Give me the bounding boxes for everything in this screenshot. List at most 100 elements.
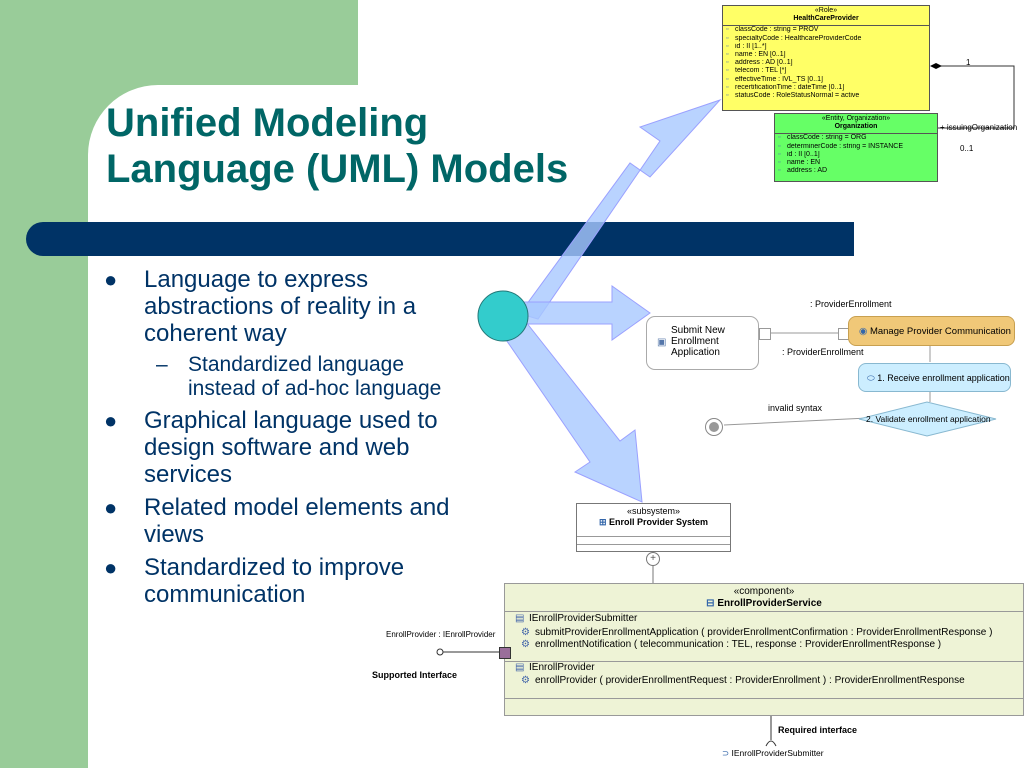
attribute-icon: ▫ [778, 167, 781, 175]
action-icon: ⬭ [867, 373, 875, 383]
nesting-plus-icon: + [646, 552, 660, 566]
association-role: + issuingOrganization [940, 123, 1018, 132]
object-flow-label: : ProviderEnrollment [782, 347, 864, 357]
bullet-item: ●Standardized to improve communication [104, 554, 405, 608]
title-line-1: Unified Modeling [106, 101, 429, 145]
slide-title: Unified Modeling Language (UML) Models [106, 100, 568, 192]
bullet-text: Standardized to improve communication [144, 554, 405, 608]
bullet-item: ●Related model elements and views [104, 494, 450, 548]
interface-icon: ▤ [515, 662, 525, 673]
action-icon: ◉ [859, 326, 868, 337]
class-stereotype: «Role» [814, 7, 838, 14]
operation-icon: ⚙ [521, 627, 530, 638]
subsystem-stereotype: «subsystem» [626, 506, 681, 516]
class-attribute: ▫ classCode : string = ORG [775, 134, 937, 142]
arrow-to-component-diagram [499, 316, 643, 503]
attribute-text: recertificationTime : dateTime [0..1] [735, 83, 845, 91]
attribute-text: name : EN [787, 159, 821, 167]
class-attribute: ▫ statusCode : RoleStatusNormal = active [723, 92, 929, 100]
class-attribute: ▫ address : AD [775, 167, 937, 175]
class-name: Organization [834, 123, 878, 131]
sub-bullet-text: Standardized language instead of ad-hoc … [188, 353, 442, 400]
interface-icon: ▤ [515, 613, 525, 624]
attribute-icon: ▫ [726, 59, 729, 67]
attribute-text: classCode : string = ORG [787, 134, 867, 142]
healthcare-provider-class: «Role» HealthCareProvider ▫ classCode : s… [722, 5, 930, 111]
attribute-icon: ▫ [726, 34, 729, 42]
class-attribute: ▫ specialtyCode : HealthcareProviderCode [723, 35, 929, 43]
multiplicity-range: 0..1 [960, 144, 974, 153]
attribute-icon: ▫ [726, 42, 729, 50]
submit-application-node: ▣ Submit New Enrollment Application [646, 316, 759, 370]
class-attribute: ▫name : EN [775, 159, 937, 167]
object-flow-label: : ProviderEnrollment [810, 299, 892, 309]
validate-label: 2. Validate enrollment application [866, 414, 991, 424]
component-name: ⊟ EnrollProviderService [706, 598, 822, 609]
class-attribute: ▫ determinerCode : string = INSTANCE [775, 143, 937, 151]
composition-diamond [930, 63, 942, 69]
operation-icon: ⚙ [521, 675, 530, 686]
attribute-text: effectiveTime : IVL_TS [0..1] [735, 75, 823, 83]
supported-interface-label: Supported Interface [372, 670, 458, 680]
guard-label: invalid syntax [768, 403, 823, 413]
attribute-icon: ▫ [726, 92, 729, 100]
attribute-text: classCode : string = PROV [735, 26, 819, 34]
flow-line [723, 417, 869, 426]
operation-row: ⚙enrollProvider ( providerEnrollmentRequ… [521, 675, 965, 686]
attribute-text: determinerCode : string = INSTANCE [787, 142, 903, 150]
port [499, 647, 511, 659]
organization-class: «Entity, Organization» Organization ▫ cla… [774, 113, 938, 182]
manage-label: Manage Provider Communication [869, 326, 1011, 337]
association-line [938, 65, 1015, 129]
socket-icon [765, 740, 777, 747]
receive-label: 1. Receive enrollment application [877, 373, 1010, 383]
attribute-text: statusCode : RoleStatusNormal = active [735, 92, 860, 100]
arrow-to-class-diagram [482, 98, 722, 328]
class-attribute: ▫id : II [1..*] [723, 43, 929, 51]
component-stereotype: «component» [733, 586, 795, 597]
use-case-icon: ▣ [657, 337, 667, 348]
class-attribute: ▫ telecom : TEL [*] [723, 67, 929, 75]
operation-row: ⚙enrollmentNotification ( telecommunicat… [521, 639, 942, 650]
final-node-icon [705, 418, 723, 436]
interface-row: ▤IEnrollProviderSubmitter [515, 613, 638, 624]
component-box: «component» ⊟ EnrollProviderService ▤IEn… [504, 583, 1024, 716]
class-attribute: ▫ classCode : string = PROV [723, 26, 929, 34]
attribute-icon: ▫ [778, 134, 781, 142]
subsystem-name: ⊞ Enroll Provider System [598, 517, 709, 527]
class-header: «Entity, Organization» Organization [775, 114, 937, 135]
class-attribute: ▫address : AD [0..1] [723, 59, 929, 67]
lollipop-icon [436, 648, 444, 656]
attribute-text: specialtyCode : HealthcareProviderCode [735, 34, 862, 42]
attribute-icon: ▫ [778, 142, 781, 150]
decision-diamond [858, 401, 997, 437]
bullet-list: ●Language to express abstractions of rea… [104, 266, 474, 614]
component-header: «component» ⊟ EnrollProviderService [505, 584, 1023, 610]
required-interface-name: ⊃ IEnrollProviderSubmitter [722, 748, 824, 758]
class-attributes: ▫ classCode : string = PROV ▫ specialtyCode… [723, 26, 929, 100]
attribute-icon: ▫ [726, 51, 729, 59]
attribute-text: name : EN [0..1] [735, 51, 786, 59]
class-stereotype: «Entity, Organization» [821, 115, 891, 122]
pin [759, 328, 771, 340]
class-name: HealthCareProvider [793, 15, 859, 23]
attribute-icon: ▫ [778, 150, 781, 158]
bullet-text: Graphical language used to design softwa… [144, 407, 438, 488]
attribute-text: id : II [0..1] [787, 150, 820, 158]
submit-label: Submit New Enrollment Application [671, 325, 725, 358]
title-divider-bar [26, 222, 854, 256]
arrow-to-activity-diagram [519, 285, 651, 341]
required-interface-label: Required interface [778, 725, 858, 735]
attribute-icon: ▫ [726, 67, 729, 75]
class-attribute: ▫ recertificationTime : dateTime [0..1] [723, 84, 929, 92]
attribute-text: address : AD [787, 167, 828, 175]
attribute-icon: ▫ [726, 83, 729, 91]
receive-application-node: ⬭ 1. Receive enrollment application [858, 363, 1011, 392]
attribute-text: telecom : TEL [*] [735, 67, 787, 75]
attribute-icon: ▫ [726, 26, 729, 34]
model-hub-circle [477, 290, 529, 342]
attribute-icon: ▫ [726, 75, 729, 83]
operation-icon: ⚙ [521, 639, 530, 650]
